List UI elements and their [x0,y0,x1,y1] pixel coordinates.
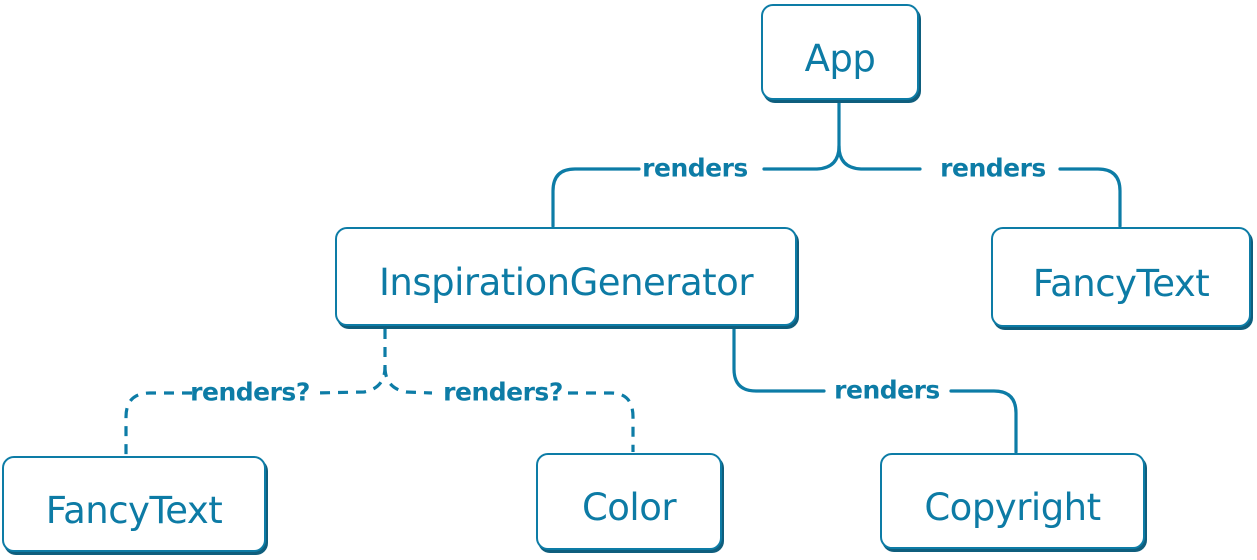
edge-app-to-inspiration-generator-end [551,167,641,228]
node-fancy-text-bottom-label: FancyText [45,488,223,532]
node-app-label: App [804,36,876,80]
node-inspiration-generator-label: InspirationGenerator [378,261,754,304]
node-inspiration-generator: InspirationGenerator [335,227,797,326]
node-fancy-text-top: FancyText [991,227,1251,327]
node-fancy-text-bottom: FancyText [2,456,266,552]
edge-inspiration-generator-to-copyright-start [732,327,826,393]
node-color: Color [536,453,722,550]
edge-inspiration-generator-to-copyright-end [949,389,1018,454]
edge-inspiration-generator-to-color-end [568,391,635,452]
node-copyright: Copyright [880,453,1145,549]
node-color-label: Color [581,486,677,529]
edge-app-to-inspiration-generator-start [762,99,841,171]
edge-app-to-fancy-text-end [1058,167,1122,228]
edge-label-inspiration-generator-to-fancy-text: renders? [190,377,310,407]
edge-inspiration-generator-to-fancy-text-start [312,329,387,395]
edge-label-inspiration-generator-to-color: renders? [443,377,563,407]
edge-label-inspiration-generator-to-copyright: renders [834,375,940,405]
edge-label-app-to-fancy-text: renders [940,153,1046,183]
edge-app-to-fancy-text-start [837,144,922,171]
node-fancy-text-top-label: FancyText [1032,261,1210,305]
node-copyright-label: Copyright [924,485,1101,529]
edge-inspiration-generator-to-fancy-text-end [124,391,192,455]
edge-inspiration-generator-to-color-start [383,366,433,395]
edge-label-app-to-inspiration-generator: renders [642,153,748,183]
node-app: App [761,4,919,100]
